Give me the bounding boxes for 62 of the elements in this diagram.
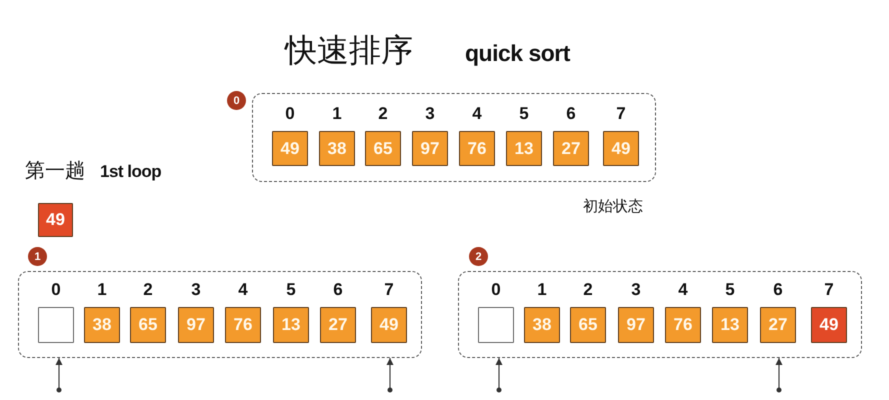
index-label: 4: [237, 280, 249, 300]
array-panel: [252, 93, 656, 182]
pointer-arrow: [496, 358, 502, 392]
index-label: 6: [772, 280, 784, 300]
array-panel: [18, 271, 422, 358]
array-cell: 38: [84, 307, 120, 343]
index-label: 5: [724, 280, 736, 300]
index-label: 6: [332, 280, 344, 300]
index-label: 7: [615, 104, 627, 124]
array-cell: 65: [570, 307, 606, 343]
array-cell: 65: [130, 307, 166, 343]
array-cell: 76: [459, 131, 495, 166]
index-label: 2: [142, 280, 154, 300]
pointer-arrow: [776, 358, 782, 392]
array-cell: 97: [412, 131, 448, 166]
pointer-arrow: [386, 358, 394, 392]
index-label: 2: [377, 104, 389, 124]
array-cell: 13: [506, 131, 542, 166]
index-label: 3: [424, 104, 436, 124]
array-cell: 49: [603, 131, 639, 166]
step-badge: 0: [227, 91, 246, 110]
array-cell: 27: [553, 131, 589, 166]
array-cell: 65: [365, 131, 401, 166]
index-label: 1: [331, 104, 343, 124]
array-cell: 97: [618, 307, 654, 343]
index-label: 5: [285, 280, 297, 300]
empty-array-cell: [38, 307, 74, 343]
step-badge: 2: [469, 247, 488, 266]
empty-array-cell: [478, 307, 514, 343]
array-cell: 27: [760, 307, 796, 343]
array-panel: [458, 271, 862, 358]
pivot-cell: 49: [811, 307, 847, 343]
index-label: 3: [630, 280, 642, 300]
index-label: 7: [383, 280, 395, 300]
pointer-arrow: [56, 358, 62, 392]
index-label: 0: [50, 280, 62, 300]
index-label: 7: [823, 280, 835, 300]
array-cell: 49: [371, 307, 407, 343]
index-label: 4: [471, 104, 483, 124]
array-cell: 38: [524, 307, 560, 343]
step-badge: 1: [28, 247, 47, 266]
index-label: 6: [565, 104, 577, 124]
index-label: 5: [518, 104, 530, 124]
array-cell: 13: [712, 307, 748, 343]
index-label: 1: [536, 280, 548, 300]
array-cell: 49: [272, 131, 308, 166]
index-label: 1: [96, 280, 108, 300]
index-label: 3: [190, 280, 202, 300]
index-label: 4: [677, 280, 689, 300]
state-label: 初始状态: [582, 198, 644, 217]
title: 快速排序 quick sort: [285, 31, 570, 70]
array-cell: 13: [273, 307, 309, 343]
index-label: 2: [582, 280, 594, 300]
array-cell: 97: [178, 307, 214, 343]
index-label: 0: [490, 280, 502, 300]
array-cell: 38: [319, 131, 355, 166]
array-cell: 76: [665, 307, 701, 343]
pivot-cell: 49: [38, 203, 73, 237]
section-heading: 第一趟 1st loop: [25, 159, 162, 184]
array-cell: 27: [320, 307, 356, 343]
index-label: 0: [284, 104, 296, 124]
array-cell: 76: [225, 307, 261, 343]
